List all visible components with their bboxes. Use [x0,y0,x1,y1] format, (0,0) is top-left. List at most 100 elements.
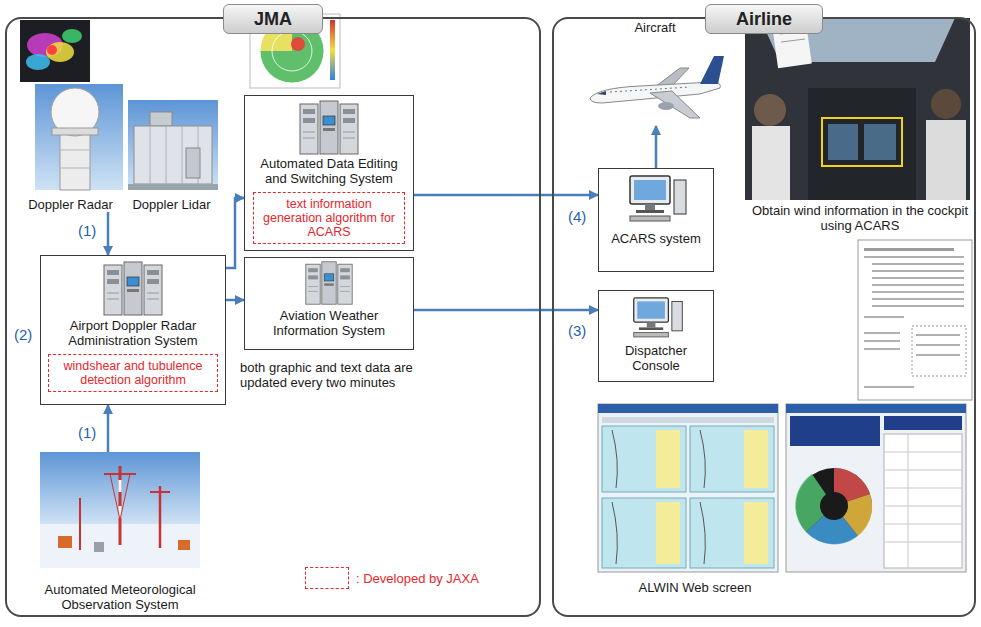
acars-printout [864,256,964,258]
doppler-radar-photo [60,168,90,169]
alwin-screen-image [884,542,962,543]
region-panel: AirlineAircraftACARS systemDispatcher Co… [552,17,976,617]
alwin-screen-image [690,498,774,568]
box-label: Dispatcher Console [605,343,707,373]
doppler-radar-photo [51,88,99,136]
alwin-screen-image [656,430,680,488]
radar-composite-image [26,54,50,70]
radar-composite-image [20,20,90,82]
wind-display-image [330,20,335,80]
doppler-lidar-photo [128,184,218,190]
doppler-lidar-photo [186,148,200,178]
alwin-screen-image [690,426,774,492]
box-label: ACARS system [611,231,701,246]
server-icon [104,262,162,315]
pc-icon [634,298,683,337]
algorithm-box: windshear and tubulence detection algori… [48,354,218,392]
photo-caption: Automated Meteorological Observation Sys… [30,582,210,612]
acars-printout [858,240,972,400]
system-box: Dispatcher Console [598,290,714,382]
callout-number: (3) [568,322,586,339]
weather-station-photo [120,474,130,520]
box-label: Aviation Weather Information System [251,308,407,338]
pc-icon [630,176,686,221]
flow-arrow [226,299,244,302]
callout-number: (2) [14,326,32,343]
aircraft-image [610,87,690,92]
alwin-screen-image [656,502,680,564]
alwin-screen-image [612,502,617,564]
note-text: both graphic and text data are updated e… [240,360,426,390]
cockpit-photo [745,18,970,200]
flow-arrow [226,198,244,268]
callout-number: (1) [78,222,96,239]
alwin-screen-image [884,488,962,489]
box-label: Automated Data Editing and Switching Sys… [251,156,407,186]
weather-station-photo [178,540,190,550]
radar-composite-image [20,20,90,82]
acars-printout [864,348,900,350]
doppler-lidar-photo [128,100,218,190]
alwin-screen-image [598,404,966,572]
acars-printout [916,344,960,346]
photo-caption: Doppler Radar [20,197,121,212]
doppler-radar-photo [60,150,90,151]
alwin-screen-image [700,502,705,564]
sensor-photos: Doppler RadarDoppler Lidar [20,16,222,212]
cockpit-photo [864,124,896,160]
acars-printout [872,291,964,293]
doppler-radar-photo [60,134,90,190]
weather-station-photo [119,466,122,545]
doppler-radar-photo [35,84,123,190]
flow-arrow [414,194,598,197]
alwin-screen-image [884,452,962,453]
cockpit-photo [781,39,805,42]
alwin-screen-image [744,502,768,564]
cockpit-photo [822,118,902,166]
acars-printout [872,284,964,286]
acars-printout [864,316,904,318]
photo-caption: Aircraft [585,20,725,35]
doppler-lidar-photo [128,100,218,190]
acars-printout [872,263,964,265]
radar-composite-image [47,45,57,55]
photo-caption: ALWIN Web screen [620,580,770,595]
system-box: ACARS system [598,168,714,272]
weather-station-photo [40,452,200,524]
alwin-screen-image [884,524,962,525]
acars-printout [864,340,900,342]
alwin-screen-image [744,430,768,488]
aircraft-image [590,56,724,118]
cockpit-photo [745,18,970,200]
alwin-screen-image [790,416,880,446]
aircraft-image [650,91,700,118]
server-icon [300,101,358,154]
doppler-lidar-photo [150,126,151,184]
alwin-screen-image [884,416,962,430]
alwin-screen-image [612,430,617,488]
sensor-photo: Automated Meteorological Observation Sys… [30,452,210,612]
alwin-screen-image [602,498,686,568]
acars-printout [864,332,900,334]
algorithm-box: text information generation algorithm fo… [253,192,405,244]
flow-arrow [414,309,598,312]
weather-station-photo [104,473,136,475]
alwin-screen-image [602,426,686,492]
weather-station-photo [150,491,170,493]
legend-swatch [305,567,349,589]
algorithm-label: windshear and tubulence detection algori… [54,359,212,387]
cockpit-photo [931,89,961,119]
alwin-screen-image [884,470,962,471]
callout-number: (1) [78,424,96,441]
alwin-screen-image [884,506,962,507]
aircraft-image [658,102,674,110]
alwin-screen-image [820,492,848,520]
acars-printout [872,298,964,300]
panel-heading: JMA [223,4,323,34]
alwin-screen-image [786,404,966,413]
weather-station-photo [119,480,122,492]
acars-printout [858,240,972,400]
wind-display-image [272,31,312,71]
acars-printout [872,270,964,272]
